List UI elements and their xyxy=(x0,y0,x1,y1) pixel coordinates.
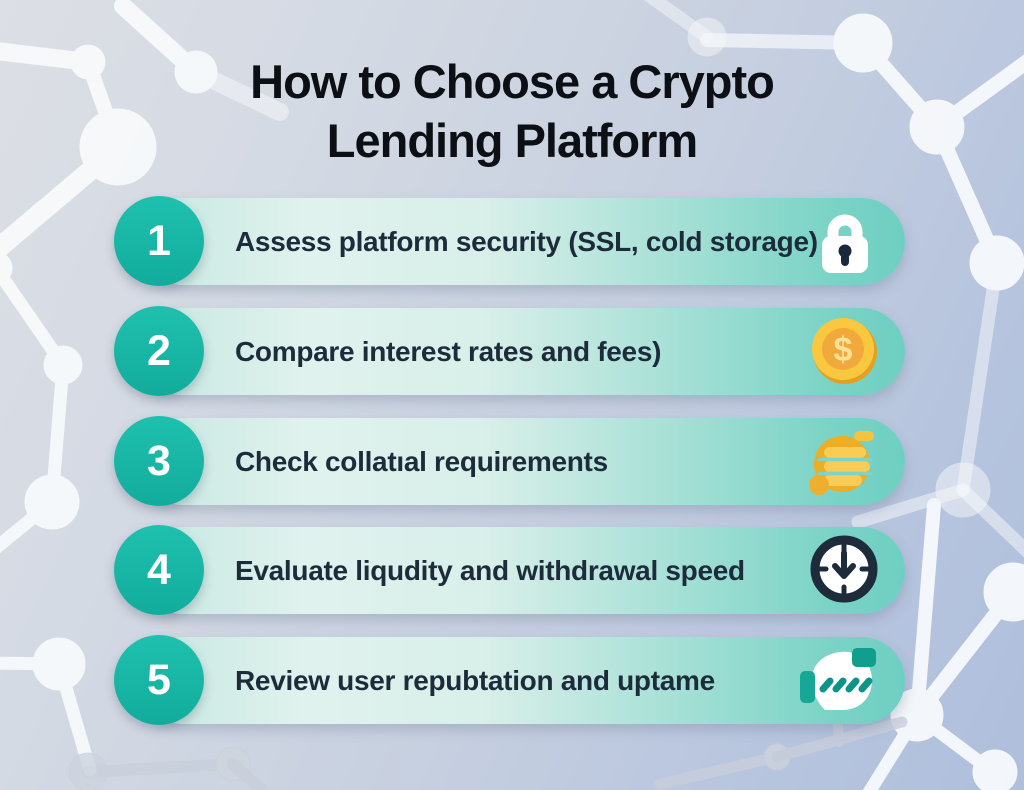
infographic-title: How to Choose a Crypto Lending Platform xyxy=(0,52,1024,170)
step-bar xyxy=(139,198,905,285)
title-line-2: Lending Platform xyxy=(326,114,698,167)
step-number-badge: 2 xyxy=(114,306,204,396)
step-row-5: 5 Review user repubtation and uptame xyxy=(0,635,1024,725)
padlock-icon xyxy=(822,214,868,273)
step-label: Assess platform security (SSL, cold stor… xyxy=(235,225,818,257)
step-bar xyxy=(139,308,905,395)
step-row-2: 2 Compare interest rates and fees) $ xyxy=(0,306,1024,396)
dollar-coin-icon: $ xyxy=(812,318,877,384)
step-bar xyxy=(139,637,905,724)
step-number-badge: 1 xyxy=(114,196,204,286)
step-label: Review user repubtation and uptame xyxy=(235,664,715,696)
step-number-badge: 4 xyxy=(114,525,204,615)
clock-icon xyxy=(810,535,878,603)
coin-stack-icon xyxy=(809,431,874,495)
step-label: Evaluate liqudity and withdrawal speed xyxy=(235,554,745,586)
step-bar xyxy=(139,418,905,505)
step-row-3: 3 Check collatıal requirements xyxy=(0,416,1024,506)
step-number-badge: 5 xyxy=(114,635,204,725)
step-bar xyxy=(139,527,905,614)
step-row-1: 1 Assess platform security (SSL, cold st… xyxy=(0,196,1024,286)
step-label: Compare interest rates and fees) xyxy=(235,335,662,367)
svg-text:$: $ xyxy=(834,331,853,369)
title-line-1: How to Choose a Crypto xyxy=(250,55,775,108)
step-label: Check collatıal requirements xyxy=(235,445,608,477)
step-number-badge: 3 xyxy=(114,416,204,506)
chat-bubble-icon xyxy=(800,648,876,710)
step-row-4: 4 Evaluate liqudity and withdrawal speed xyxy=(0,525,1024,615)
